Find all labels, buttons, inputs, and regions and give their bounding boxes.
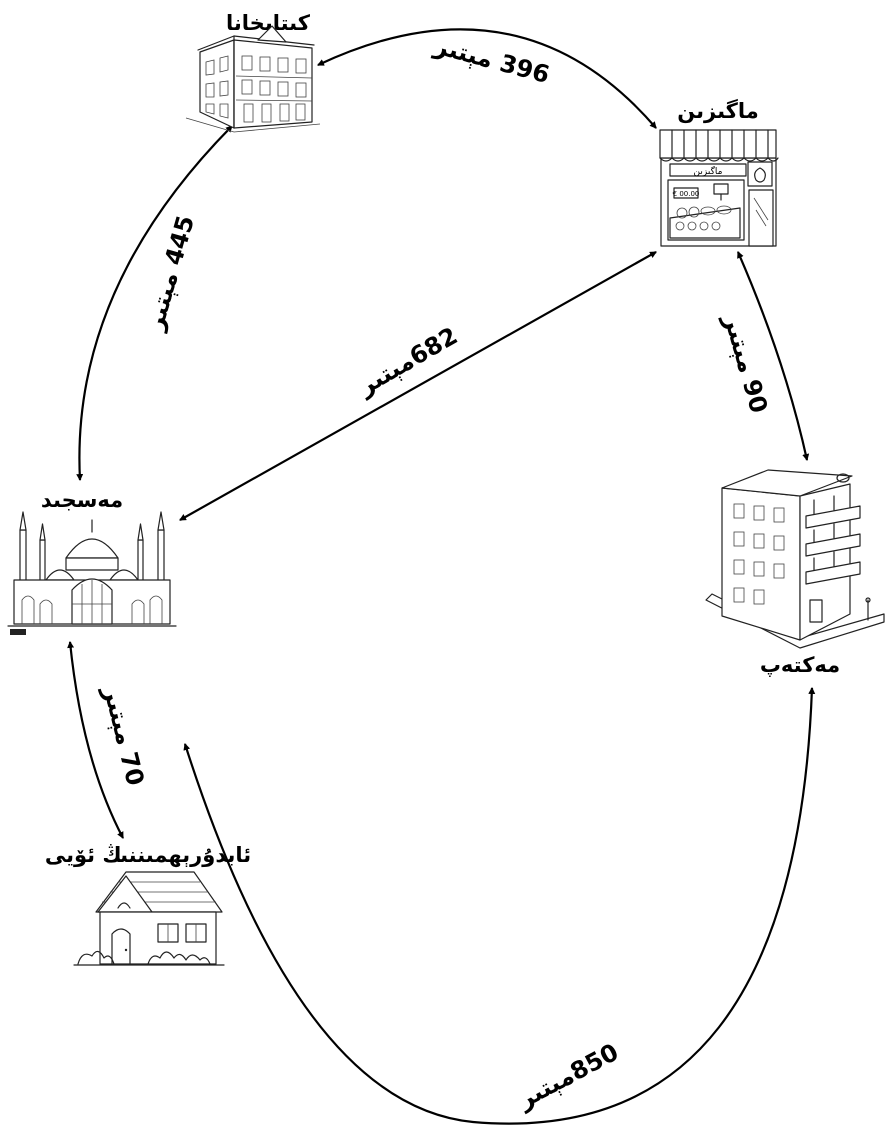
store-sign-text: ماگىزىن: [694, 165, 723, 177]
route-school-home: [185, 688, 812, 1124]
home-label: ئابدۇرېھمىننىڭ ئۆيى: [45, 843, 251, 867]
route-library-store-label: 396 مېتىر: [431, 31, 553, 89]
home-illustration: [74, 872, 224, 965]
route-library-mosque-label: 445 مېتىر: [140, 212, 200, 334]
route-mosque-home-label: 70 مېتىر: [98, 683, 150, 789]
mosque-label: مەسجىد: [41, 488, 123, 512]
store-illustration: ماگىزىن € 00.00: [660, 130, 778, 246]
school-illustration: [706, 470, 884, 648]
mosque-illustration: [8, 512, 176, 635]
store-price-text: € 00.00: [673, 190, 700, 198]
route-school-home-label: 850مېتىر: [513, 1038, 624, 1115]
route-store-school-label: 90 مېتىر: [718, 310, 773, 416]
route-store-mosque: [180, 252, 656, 520]
library-illustration: [186, 26, 320, 132]
route-store-mosque-label: 682مېتىر: [353, 322, 463, 401]
store-label: ماگىزىن: [677, 98, 759, 123]
school-label: مەكتەپ: [760, 653, 840, 677]
